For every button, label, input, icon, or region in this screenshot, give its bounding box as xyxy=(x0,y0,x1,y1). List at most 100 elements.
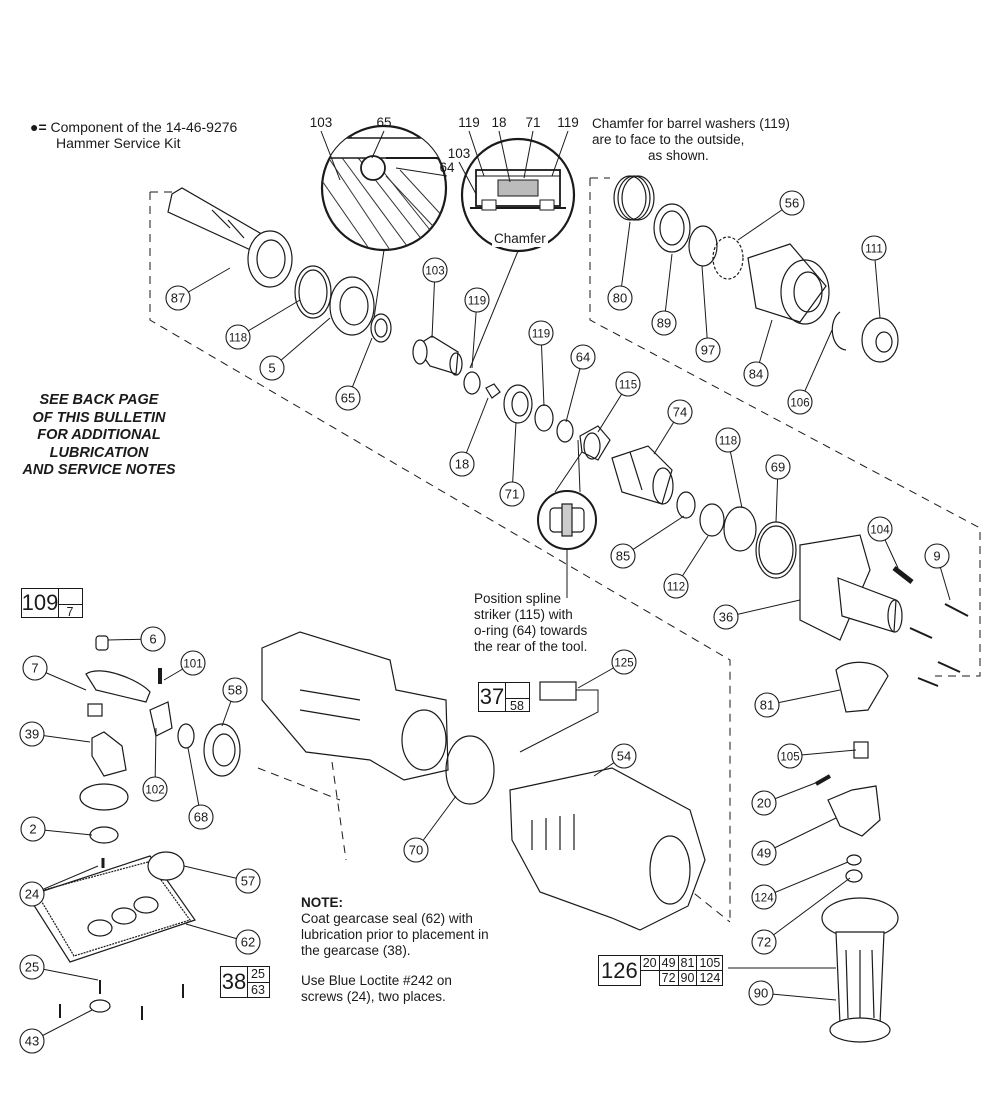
legend-symbol: ●= xyxy=(30,119,47,135)
callout-circle xyxy=(403,837,429,863)
callout-number: 119 xyxy=(532,329,550,341)
part-80-spring xyxy=(613,175,655,221)
detail-label: 119 xyxy=(557,115,579,130)
detail-label: 65 xyxy=(376,115,391,130)
callout-leader xyxy=(763,877,851,943)
callout-number: 101 xyxy=(183,659,202,671)
part-119-washer-2 xyxy=(534,404,554,432)
callout-number: 102 xyxy=(145,785,164,797)
part-39-crank xyxy=(91,731,127,777)
callout-number: 49 xyxy=(757,846,771,861)
callout-number: 84 xyxy=(749,367,763,382)
kit-table-126: 126 20 49 81 105 72 90 124 xyxy=(598,955,724,986)
callout-circle xyxy=(713,604,739,630)
detail-leader xyxy=(395,167,448,177)
ref-box-38: 38 25 63 xyxy=(220,966,270,998)
part-125-leader xyxy=(519,689,599,753)
kit-table-cell: 90 xyxy=(677,970,698,986)
part-9-screws xyxy=(909,603,969,687)
callout-circle xyxy=(19,721,45,747)
spline-note-line: o-ring (64) towards xyxy=(474,623,588,638)
part-90-handle xyxy=(821,897,899,1043)
callout-number: 125 xyxy=(614,658,633,670)
callout-number: 6 xyxy=(149,632,156,647)
callout-number: 25 xyxy=(25,960,39,975)
gearcase-note-line: the gearcase (38). xyxy=(301,943,411,958)
see-back-line: SEE BACK PAGE xyxy=(39,392,159,408)
callout-circle xyxy=(464,287,490,313)
callout-circle xyxy=(19,1028,45,1054)
part-118-ring xyxy=(294,265,332,319)
part-104-pin xyxy=(892,566,914,584)
callout-circle xyxy=(611,649,637,675)
detail-label: 103 xyxy=(448,146,471,161)
part-97-ring xyxy=(688,225,718,267)
callout-number: 58 xyxy=(228,683,242,698)
kit-table-cell: 81 xyxy=(677,955,698,971)
detail-leader xyxy=(458,161,477,195)
detail-leader xyxy=(523,130,534,179)
part-7-bearing xyxy=(87,703,103,717)
part-87-drawing xyxy=(167,187,293,288)
callout-number: 118 xyxy=(719,436,737,448)
kit-table-cell: 105 xyxy=(696,955,724,971)
callout-circle xyxy=(570,344,596,370)
part-125-grease xyxy=(539,681,577,701)
kit-table-main: 126 xyxy=(598,955,641,986)
callout-number: 2 xyxy=(29,822,36,837)
spline-note-line: the rear of the tool. xyxy=(474,639,588,654)
legend: ●= Component of the 14-46-9276 Hammer Se… xyxy=(30,119,237,151)
callout-number: 74 xyxy=(673,405,687,420)
legend-text-2: Hammer Service Kit xyxy=(56,135,181,151)
detail-label: 71 xyxy=(525,115,540,130)
part-49-clamp xyxy=(827,785,881,837)
detail-leader xyxy=(551,130,569,177)
callout-circle xyxy=(19,954,45,980)
callout-number: 80 xyxy=(613,291,627,306)
see-back-line: FOR ADDITIONAL xyxy=(37,427,161,443)
callout-circle xyxy=(743,361,769,387)
part-112-ring xyxy=(699,503,725,537)
part-6-bushing xyxy=(95,635,109,651)
part-85-ring xyxy=(676,491,696,519)
callout-circle xyxy=(611,743,637,769)
part-103-striker xyxy=(412,335,463,376)
part-5-bearing xyxy=(329,276,375,336)
callout-number: 71 xyxy=(505,487,519,502)
detail-leader xyxy=(498,130,511,183)
callout-number: 65 xyxy=(341,391,355,406)
part-58-seal xyxy=(203,723,241,777)
callout-number: 85 xyxy=(616,549,630,564)
ref-box-main: 37 xyxy=(479,683,506,711)
legend-line-1: ●= Component of the 14-46-9276 xyxy=(30,119,237,135)
part-57-cap xyxy=(147,851,185,881)
spline-note-line: striker (115) with xyxy=(474,607,573,622)
callout-circle xyxy=(165,285,191,311)
callout-circle xyxy=(651,310,677,336)
part-119-washer xyxy=(463,371,481,395)
callout-circle xyxy=(754,692,780,718)
part-71-cage xyxy=(503,384,533,424)
chamfer-note-line: are to face to the outside, xyxy=(592,132,745,147)
callout-circle xyxy=(188,804,214,830)
callout-leader xyxy=(619,221,631,299)
callout-circle xyxy=(235,929,261,955)
kit-table-empty-cell xyxy=(640,971,659,986)
callout-number: 124 xyxy=(754,893,774,905)
callout-number: 104 xyxy=(870,525,890,537)
callout-circle xyxy=(663,573,689,599)
callout-leader xyxy=(725,599,801,618)
callout-circle xyxy=(751,840,777,866)
ref-box-sub: 63 xyxy=(251,983,265,997)
see-back-line: LUBRICATION xyxy=(49,444,149,461)
callout-number: 9 xyxy=(933,549,940,564)
part-56-spring-washer xyxy=(712,236,744,280)
part-74-cylinder xyxy=(611,445,674,505)
callout-number: 81 xyxy=(760,698,774,713)
callout-number: 72 xyxy=(757,935,771,950)
ref-box-main: 38 xyxy=(221,967,248,997)
callout-circle xyxy=(779,190,805,216)
spline-note: Position spline striker (115) with o-rin… xyxy=(474,591,587,655)
part-72-ring xyxy=(845,869,863,883)
